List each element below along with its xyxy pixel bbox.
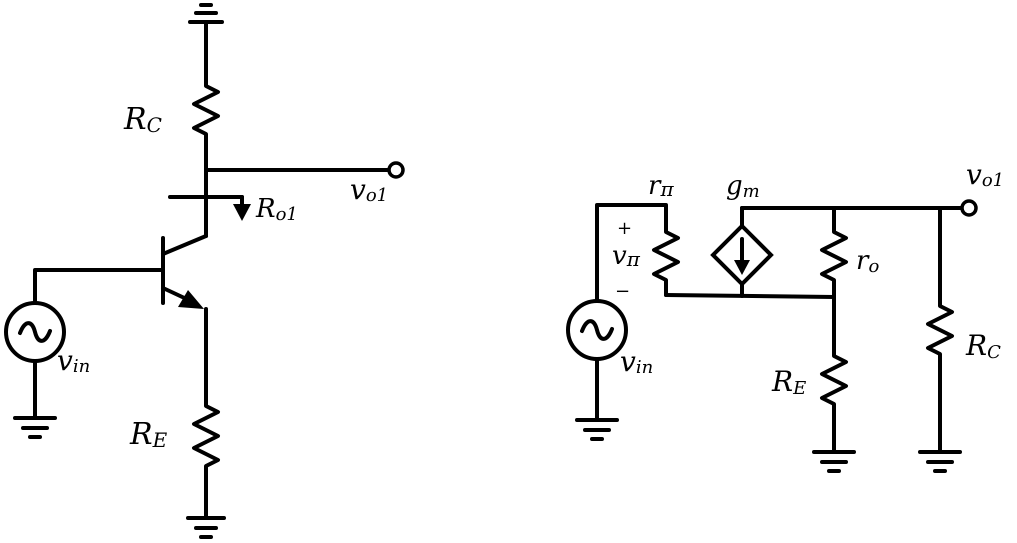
label-vin-right: vin <box>620 345 653 378</box>
label-vin-left: vin <box>57 344 90 377</box>
label-vpi: vπ <box>612 241 641 271</box>
left-common-emitter-circuit: RC Ro1 vo1 vin RE <box>4 3 405 539</box>
label-rpi: rπ <box>648 171 674 201</box>
emitter-arrow <box>178 290 204 309</box>
dependent-current-source <box>710 206 774 298</box>
label-vpi-plus: + <box>617 218 632 239</box>
label-rc-left: RC <box>123 102 162 137</box>
ground-symbol-vin-left <box>13 416 57 439</box>
ground-symbol-re-left <box>186 516 226 539</box>
re-resistor <box>192 396 220 520</box>
label-ro1-left: Ro1 <box>255 194 298 225</box>
re-resistor-right <box>820 295 848 454</box>
ground-symbol-vin-right <box>575 418 619 441</box>
supply-symbol-top <box>188 3 224 80</box>
label-rc-right: RC <box>965 329 1001 363</box>
bjt-transistor <box>161 234 208 400</box>
ground-symbol-re-right <box>812 450 856 473</box>
rc-resistor-right <box>926 206 954 454</box>
ro1-arrow <box>233 204 251 221</box>
label-vpi-minus: − <box>615 281 630 302</box>
rpi-resistor <box>652 226 680 297</box>
label-gm: gm <box>726 171 760 202</box>
vin-source-right <box>566 299 628 422</box>
right-small-signal-circuit: rπ gm vo1 + vπ − ro vin RE RC <box>566 158 1004 473</box>
label-re-left: RE <box>129 417 168 452</box>
vo1-terminal-right <box>960 199 978 217</box>
rc-resistor <box>192 76 220 172</box>
emitter-node-wire <box>664 293 836 299</box>
label-vo1-right: vo1 <box>966 158 1004 191</box>
vin-source-left <box>4 301 66 420</box>
label-re-right: RE <box>771 365 806 399</box>
label-ro: ro <box>856 246 879 277</box>
ro-resistor <box>820 206 848 299</box>
label-vo1-left: vo1 <box>350 173 388 206</box>
ground-symbol-rc-right <box>918 450 962 473</box>
current-arrow-down <box>734 260 750 275</box>
vo1-terminal <box>387 161 405 179</box>
